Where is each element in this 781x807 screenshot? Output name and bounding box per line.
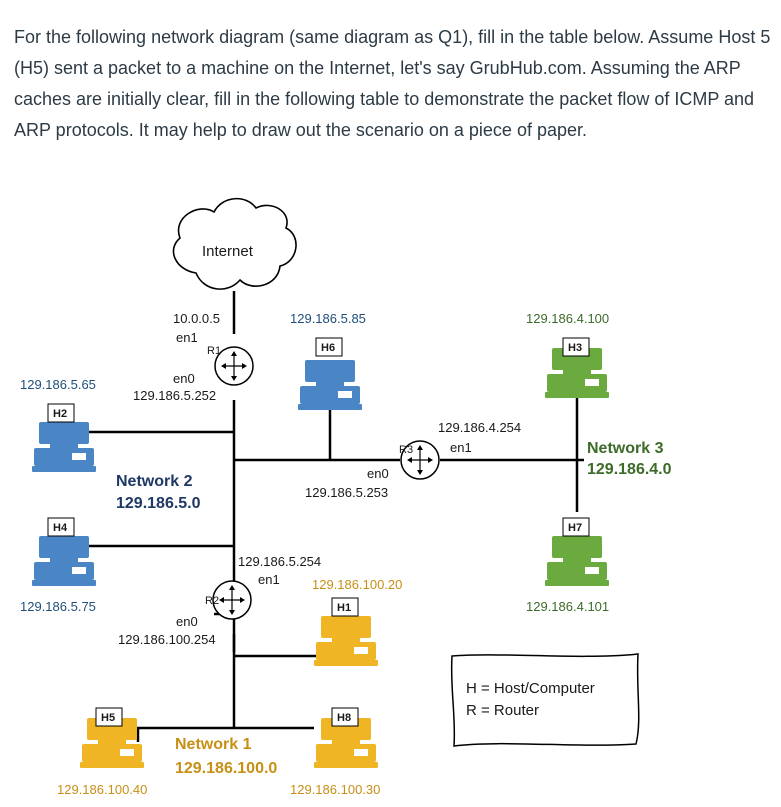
h5-ip: 129.186.100.40 (57, 782, 147, 797)
network-1-name: Network 1 (175, 736, 252, 753)
r3-right-ip: 129.186.4.254 (438, 420, 521, 435)
h7-ip: 129.186.4.101 (526, 599, 609, 614)
r2-top-iface: en1 (258, 572, 280, 587)
network-3-name: Network 3 (587, 440, 664, 457)
network-3-label: Network 3 129.186.4.0 (587, 440, 672, 478)
network-2-label: Network 2 129.186.5.0 (116, 473, 201, 512)
legend-host: H = Host/Computer (466, 680, 595, 697)
r2-top-ip: 129.186.5.254 (238, 554, 321, 569)
network-3-addr: 129.186.4.0 (587, 461, 672, 478)
question-paragraph: For the following network diagram (same … (14, 27, 771, 140)
h6-ip: 129.186.5.85 (290, 311, 366, 326)
network-2-addr: 129.186.5.0 (116, 495, 201, 512)
host-h7: H7 129.186.4.101 (526, 517, 609, 614)
r1-top-ip: 10.0.0.5 (173, 311, 220, 326)
r2-bottom-ip: 129.186.100.254 (118, 632, 216, 647)
network-2-name: Network 2 (116, 473, 193, 490)
h3-ip: 129.186.4.100 (526, 311, 609, 326)
host-h8: H8 129.186.100.30 (290, 707, 380, 797)
h3-name: H3 (568, 342, 582, 354)
host-h1: H1 129.186.100.20 (312, 577, 402, 666)
h1-ip: 129.186.100.20 (312, 577, 402, 592)
internet-cloud: Internet (172, 197, 297, 290)
host-h6: H6 129.186.5.85 (290, 311, 366, 410)
host-h2: H2 129.186.5.65 (20, 377, 96, 472)
legend-box: H = Host/Computer R = Router (450, 653, 640, 747)
r1-top-iface: en1 (176, 330, 198, 345)
h1-name: H1 (337, 602, 351, 614)
r1-bottom-iface: en0 (173, 371, 195, 386)
host-h3: H3 129.186.4.100 (526, 311, 609, 398)
h7-name: H7 (568, 522, 582, 534)
h8-name: H8 (337, 712, 351, 724)
internet-label: Internet (202, 243, 254, 260)
host-h5: H5 129.186.100.40 (57, 707, 147, 797)
r2-bottom-iface: en0 (176, 614, 198, 629)
h5-name: H5 (101, 712, 115, 724)
r3-name: R3 (399, 444, 413, 456)
r1-bottom-ip: 129.186.5.252 (133, 388, 216, 403)
h4-ip: 129.186.5.75 (20, 599, 96, 614)
r2-name: R2 (205, 595, 219, 607)
r3-right-iface: en1 (450, 440, 472, 455)
router-r1: R1 10.0.0.5 en1 en0 129.186.5.252 (133, 311, 254, 403)
h2-name: H2 (53, 408, 67, 420)
router-r2: R2 129.186.5.254 en1 en0 129.186.100.254 (118, 554, 321, 647)
r3-bottom-ip: 129.186.5.253 (305, 485, 388, 500)
host-h4: H4 129.186.5.75 (20, 517, 96, 614)
router-r3: R3 129.186.4.254 en1 en0 129.186.5.253 (305, 420, 521, 500)
network-1-label: Network 1 129.186.100.0 (175, 736, 277, 777)
r1-name: R1 (207, 345, 221, 357)
question-text: For the following network diagram (same … (14, 22, 774, 146)
h4-name: H4 (53, 522, 68, 534)
r3-bottom-iface: en0 (367, 466, 389, 481)
h2-ip: 129.186.5.65 (20, 377, 96, 392)
h6-name: H6 (321, 342, 335, 354)
legend-router: R = Router (466, 702, 539, 719)
network-1-addr: 129.186.100.0 (175, 760, 277, 777)
h8-ip: 129.186.100.30 (290, 782, 380, 797)
